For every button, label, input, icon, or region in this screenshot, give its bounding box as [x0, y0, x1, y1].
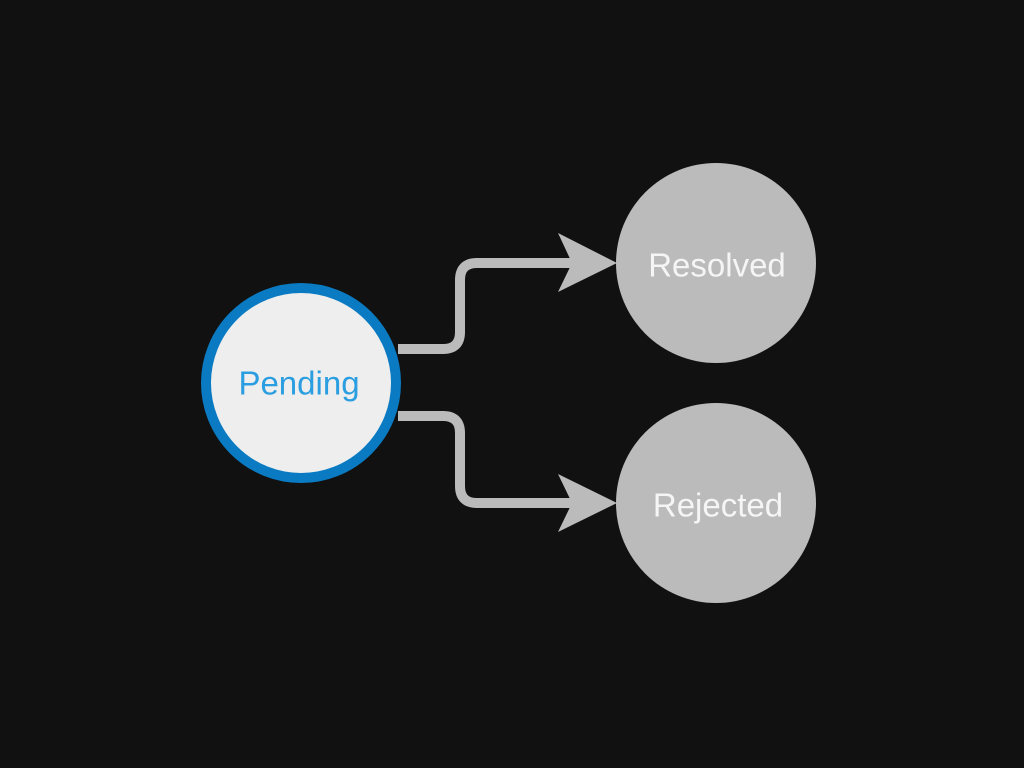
node-rejected-circle — [616, 403, 816, 603]
edge-pending-to-rejected — [398, 411, 617, 532]
node-pending-circle — [201, 283, 401, 483]
edge-line — [398, 411, 572, 508]
node-rejected-label: Rejected — [653, 487, 783, 524]
node-pending[interactable]: Pending — [201, 283, 401, 483]
node-pending-label: Pending — [238, 365, 359, 402]
node-resolved-circle — [616, 163, 816, 363]
node-rejected[interactable]: Rejected — [616, 403, 816, 603]
edge-pending-to-resolved — [398, 233, 617, 354]
arrowhead-icon — [558, 474, 617, 532]
edge-line — [398, 258, 572, 354]
arrowhead-icon — [558, 233, 617, 292]
node-resolved[interactable]: Resolved — [616, 163, 816, 363]
node-resolved-label: Resolved — [648, 247, 786, 284]
